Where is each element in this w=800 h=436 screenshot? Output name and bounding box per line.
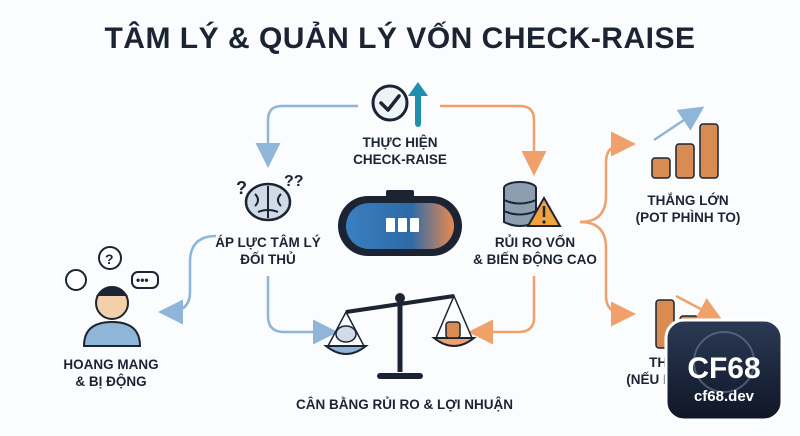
node-label-pressure: ÁP LỰC TÂM LÝ ĐỐI THỦ bbox=[215, 235, 321, 267]
svg-text:??: ?? bbox=[284, 173, 304, 190]
arrow-checkraise-to-pressure bbox=[255, 104, 358, 168]
confused-person-icon: ? ••• bbox=[65, 246, 159, 347]
arrow-risk-to-balance bbox=[468, 276, 536, 345]
arrow-risk-to-win bbox=[579, 131, 636, 224]
logo-badge-icon bbox=[664, 318, 784, 422]
page-title: TÂM LÝ & QUẢN LÝ VỐN CHECK-RAISE bbox=[104, 22, 696, 55]
node-label-confused: HOANG MANG & BỊ ĐỘNG bbox=[63, 357, 159, 389]
poker-table-icon bbox=[338, 190, 462, 256]
node-label-risk: RỦI RO VỐN & BIẾN ĐỘNG CAO bbox=[473, 235, 597, 267]
database-warning-icon bbox=[503, 181, 562, 227]
node-label-balance: CÂN BẰNG RỦI RO & LỢI NHUẬN bbox=[296, 397, 514, 412]
svg-text:?: ? bbox=[236, 178, 247, 198]
arrow-risk-to-lose bbox=[579, 220, 636, 327]
svg-text:•••: ••• bbox=[136, 273, 149, 287]
node-label-win: THẮNG LỚN (POT PHÌNH TO) bbox=[635, 193, 741, 225]
logo-brand-text: CF68 bbox=[687, 352, 761, 385]
brain-icon: ? ?? bbox=[236, 173, 304, 222]
svg-text:?: ? bbox=[105, 251, 114, 267]
node-label-check-raise: THỰC HIỆN CHECK-RAISE bbox=[353, 135, 447, 167]
arrow-pressure-to-balance bbox=[266, 276, 338, 345]
balance-scale-icon bbox=[323, 293, 477, 379]
arrow-checkraise-to-risk bbox=[440, 104, 547, 176]
arrow-pressure-to-confused bbox=[158, 234, 217, 325]
logo-domain-text: cf68.dev bbox=[693, 388, 755, 405]
coin-stacks-up-icon bbox=[651, 106, 719, 179]
brand-logo: CF68 cf68.dev bbox=[664, 318, 784, 422]
checkmark-up-arrow-icon bbox=[371, 82, 428, 127]
